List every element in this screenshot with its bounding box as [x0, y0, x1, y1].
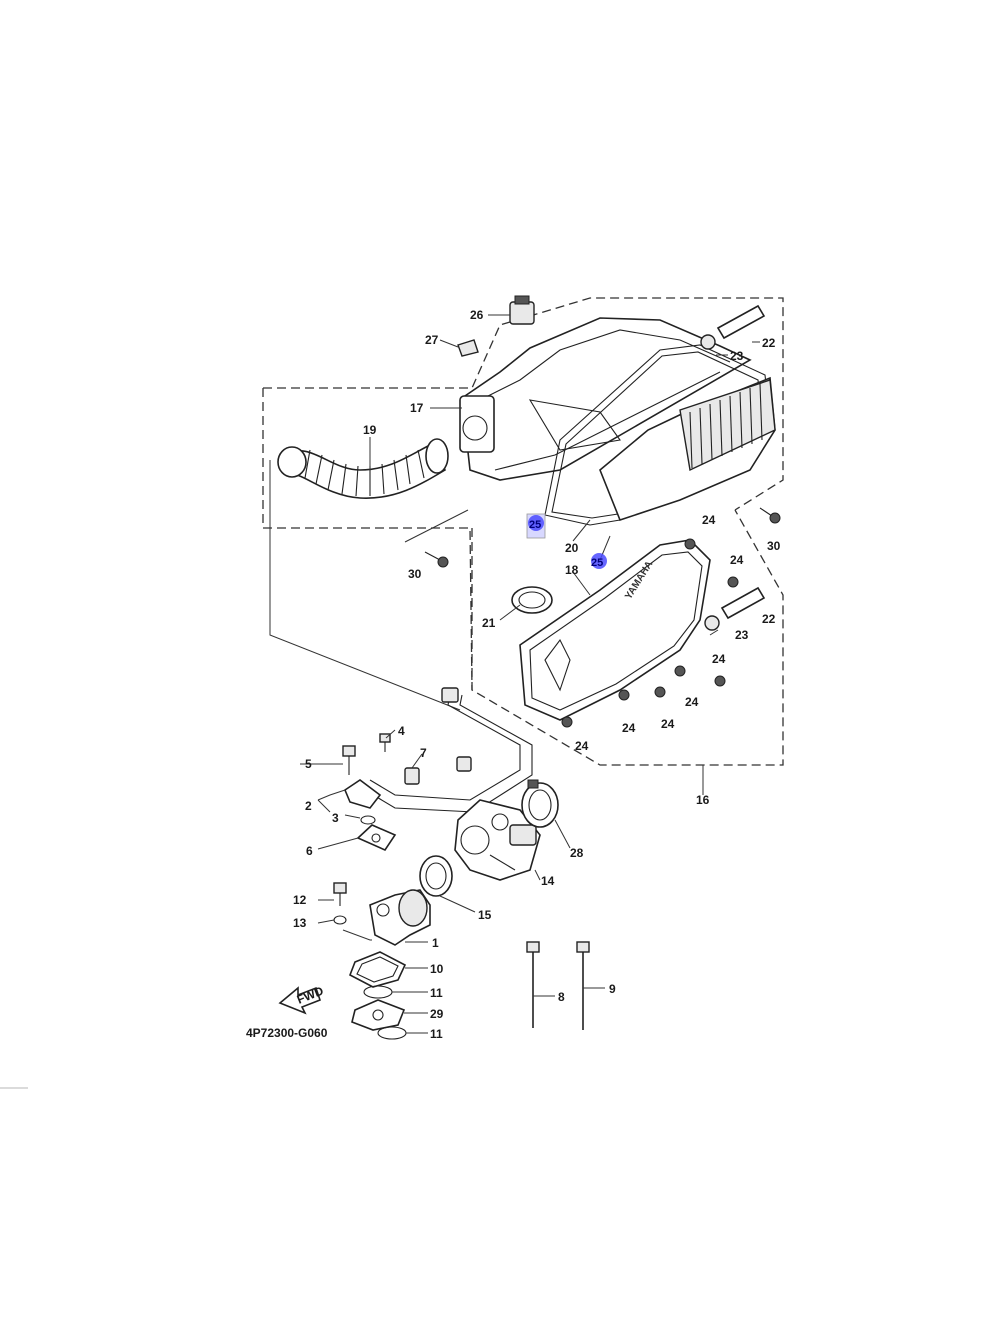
- assembly-boundary-upper: [262, 297, 784, 691]
- leader-30-left: [404, 509, 469, 543]
- part-11-o-ring-lower: [377, 1026, 407, 1040]
- part-5-bolt: [342, 745, 356, 775]
- label-14: 14: [541, 874, 555, 888]
- leader-lines: [300, 314, 760, 1034]
- part-air-filter-element: [599, 376, 776, 521]
- part-12-bolt: [333, 882, 347, 906]
- label-24-b: 24: [730, 553, 744, 567]
- part-21-joint-ring: [511, 586, 553, 614]
- part-11-o-ring-upper: [363, 985, 393, 999]
- label-30-right: 30: [767, 539, 781, 553]
- label-1: 1: [432, 936, 439, 950]
- label-18: 18: [565, 563, 579, 577]
- part-14-throttle-body: [454, 799, 541, 881]
- label-23-upper: 23: [730, 349, 744, 363]
- label-13: 13: [293, 916, 307, 930]
- label-11-lower: 11: [430, 1027, 443, 1041]
- part-19-intake-hose: [277, 438, 449, 499]
- breather-pipe: [364, 687, 533, 813]
- part-30-bolt-right: [759, 507, 781, 524]
- part-1-intake-manifold: [369, 889, 431, 946]
- label-21: 21: [482, 616, 496, 630]
- label-2: 2: [305, 799, 312, 813]
- label-20: 20: [565, 541, 579, 555]
- label-15: 15: [478, 908, 492, 922]
- part-22-tube-upper: [716, 304, 766, 340]
- label-6: 6: [306, 844, 313, 858]
- drawing-code: 4P72300-G060: [246, 1026, 328, 1040]
- part-24-screws: [561, 538, 739, 728]
- label-9: 9: [609, 982, 616, 996]
- label-11-upper: 11: [430, 986, 443, 1000]
- part-13-washer: [333, 915, 347, 925]
- label-27: 27: [425, 333, 439, 347]
- label-17: 17: [410, 401, 424, 415]
- part-8-long-bolt: [526, 941, 540, 1028]
- label-29: 29: [430, 1007, 444, 1021]
- label-16: 16: [696, 793, 710, 807]
- label-24-c: 24: [712, 652, 726, 666]
- part-number-labels: 26 27 17 19 23 22 25 20 25 24 30 30 18 2…: [293, 308, 781, 1041]
- highlight-marker-25a: [526, 513, 546, 539]
- label-19: 19: [363, 423, 377, 437]
- part-2-fitting: [344, 779, 382, 809]
- part-10-gasket: [348, 951, 407, 988]
- part-15-clamp: [419, 855, 453, 897]
- part-30-bolt-left: [424, 551, 449, 568]
- label-22-lower: 22: [762, 612, 776, 626]
- part-23-grommet-lower: [704, 615, 720, 631]
- assembly-boundary-lower: [471, 509, 784, 766]
- label-3: 3: [332, 811, 339, 825]
- part-26-clip: [509, 295, 535, 325]
- part-29-insulator: [351, 999, 406, 1031]
- part-9-long-bolt: [576, 941, 590, 1030]
- fwd-arrow-icon: FWD: [278, 983, 326, 1015]
- label-24-e: 24: [622, 721, 636, 735]
- label-22-upper: 22: [762, 336, 776, 350]
- label-8: 8: [558, 990, 565, 1004]
- label-23-lower: 23: [735, 628, 749, 642]
- part-22-tube-lower: [720, 586, 766, 620]
- label-4: 4: [398, 724, 405, 738]
- part-28-clamp: [521, 779, 559, 828]
- part-4-screw: [379, 733, 391, 752]
- part-7-sensor: [404, 756, 472, 785]
- label-24-d: 24: [685, 695, 699, 709]
- label-24-a: 24: [702, 513, 716, 527]
- highlight-marker-25b: [591, 553, 607, 569]
- label-26: 26: [470, 308, 484, 322]
- label-10: 10: [430, 962, 444, 976]
- label-7: 7: [420, 746, 427, 760]
- leader-19-hose: [269, 460, 461, 711]
- part-6-plate: [356, 824, 397, 852]
- label-24-g: 24: [575, 739, 589, 753]
- part-27-cap: [457, 339, 479, 357]
- label-24-f: 24: [661, 717, 675, 731]
- label-25-a: 25: [529, 519, 541, 531]
- part-18-air-cleaner-cover: YAMAHA: [519, 539, 711, 721]
- label-12: 12: [293, 893, 307, 907]
- part-23-grommet-upper: [700, 334, 716, 350]
- part-3-o-ring: [360, 815, 376, 825]
- label-5: 5: [305, 757, 312, 771]
- label-25-b: 25: [591, 557, 603, 569]
- label-28: 28: [570, 846, 584, 860]
- label-30-left: 30: [408, 567, 422, 581]
